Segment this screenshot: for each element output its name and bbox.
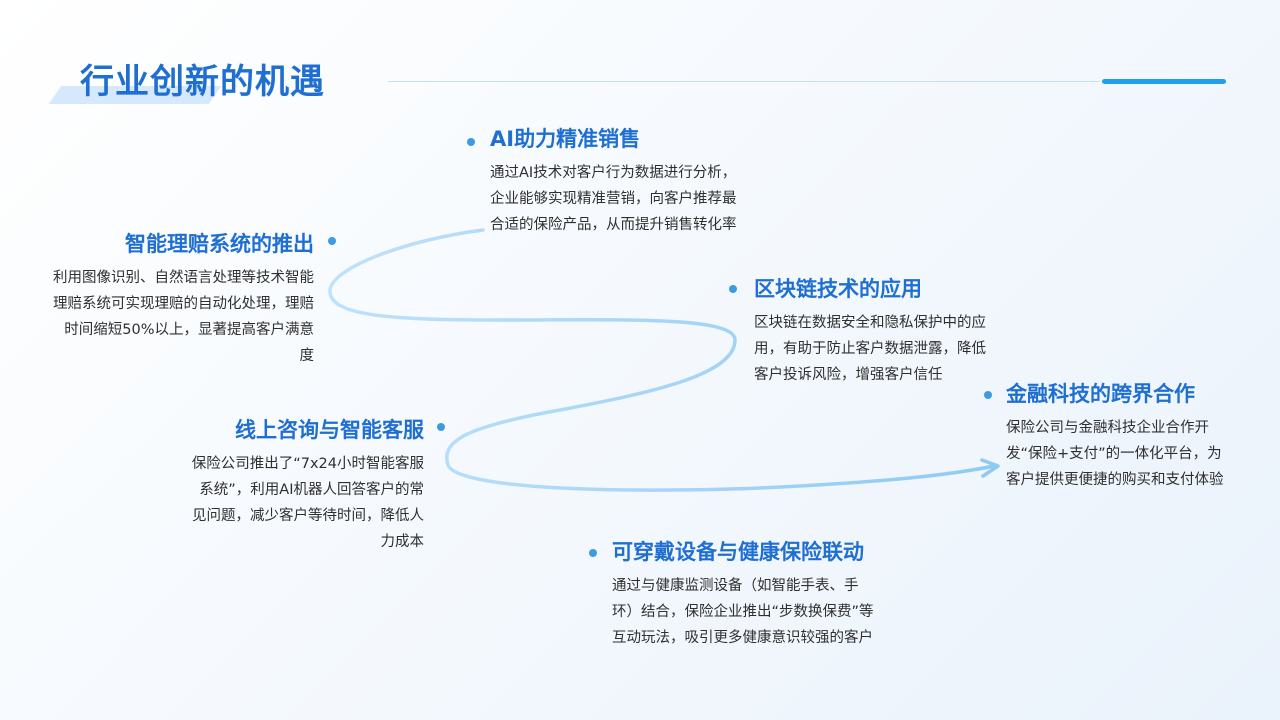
item-title: 可穿戴设备与健康保险联动 bbox=[612, 540, 864, 564]
item-desc: 区块链在数据安全和隐私保护中的应用，有助于防止客户数据泄露，降低客户投诉风险，增… bbox=[754, 315, 986, 383]
item-desc: 保险公司与金融科技企业合作开发“保险+支付”的一体化平台，为客户提供更便捷的购买… bbox=[1006, 420, 1224, 488]
title-divider bbox=[388, 81, 1100, 82]
item-fintech-cooperation: 金融科技的跨界合作 保险公司与金融科技企业合作开发“保险+支付”的一体化平台，为… bbox=[1006, 379, 1224, 493]
item-title: 区块链技术的应用 bbox=[754, 277, 922, 301]
item-title: AI助力精准销售 bbox=[490, 127, 641, 151]
item-desc: 利用图像识别、自然语言处理等技术智能理赔系统可实现理赔的自动化处理，理赔时间缩短… bbox=[53, 270, 314, 364]
item-desc: 通过AI技术对客户行为数据进行分析，企业能够实现精准营销，向客户推荐最合适的保险… bbox=[490, 165, 737, 233]
node-dot-6 bbox=[589, 549, 597, 557]
timeline-curve bbox=[328, 228, 996, 492]
node-dot-5 bbox=[437, 423, 445, 431]
item-wearables: 可穿戴设备与健康保险联动 通过与健康监测设备（如智能手表、手环）结合，保险企业推… bbox=[612, 537, 874, 651]
item-title: 金融科技的跨界合作 bbox=[1006, 382, 1195, 406]
item-smart-claims: 智能理赔系统的推出 利用图像识别、自然语言处理等技术智能理赔系统可实现理赔的自动… bbox=[52, 229, 314, 369]
node-dot-1 bbox=[467, 138, 475, 146]
title-accent-bar bbox=[1102, 79, 1226, 84]
item-blockchain: 区块链技术的应用 区块链在数据安全和隐私保护中的应用，有助于防止客户数据泄露，降… bbox=[754, 274, 986, 388]
item-ai-sales: AI助力精准销售 通过AI技术对客户行为数据进行分析，企业能够实现精准营销，向客… bbox=[490, 124, 738, 238]
node-dot-4 bbox=[984, 391, 992, 399]
item-desc: 保险公司推出了“7x24小时智能客服系统”，利用AI机器人回答客户的常见问题，减… bbox=[191, 456, 424, 550]
page-title: 行业创新的机遇 bbox=[80, 62, 325, 102]
node-dot-3 bbox=[729, 285, 737, 293]
node-dot-2 bbox=[328, 237, 336, 245]
item-title: 线上咨询与智能客服 bbox=[235, 418, 424, 442]
item-online-service: 线上咨询与智能客服 保险公司推出了“7x24小时智能客服系统”，利用AI机器人回… bbox=[186, 415, 424, 555]
item-title: 智能理赔系统的推出 bbox=[125, 232, 314, 256]
item-desc: 通过与健康监测设备（如智能手表、手环）结合，保险企业推出“步数换保费”等互动玩法… bbox=[612, 578, 874, 646]
timeline-arrowhead bbox=[980, 458, 1000, 478]
